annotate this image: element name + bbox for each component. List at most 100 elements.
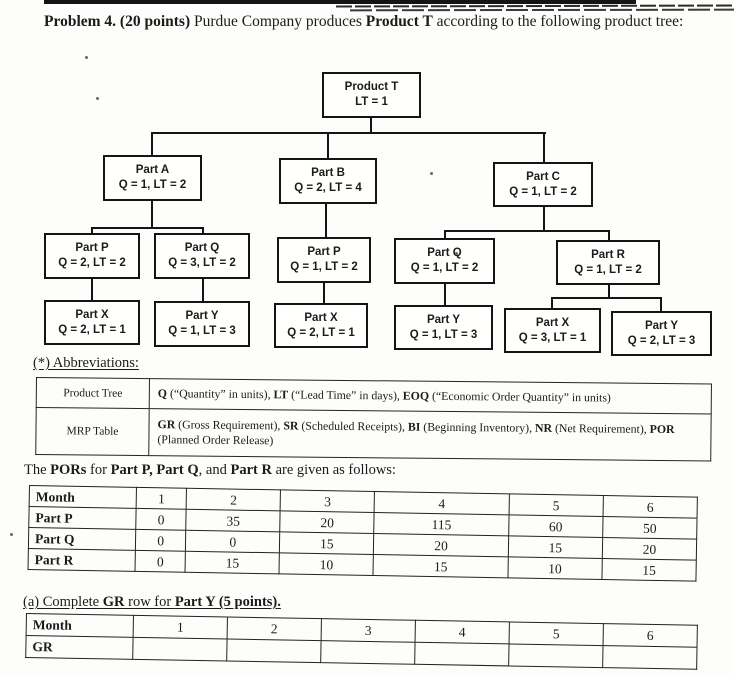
scan-speck [10, 533, 13, 536]
tree-connector [444, 230, 446, 239]
tree-connector [370, 118, 372, 134]
tree-connector [543, 132, 545, 163]
problem-number: Problem 4. (20 points) [44, 13, 191, 30]
statement-text-2: according to the following product tree: [432, 13, 684, 30]
node-title: Part Q [184, 242, 220, 254]
table-cell: Month [29, 485, 137, 509]
tree-node-part-q-1: Part Q Q = 3, LT = 2 [154, 233, 250, 279]
statement-text-1: Purdue Company produces [190, 13, 366, 30]
table-cell: 5 [508, 493, 604, 517]
tree-node-part-p-2: Part P Q = 1, LT = 2 [277, 237, 371, 283]
node-title: Part R [591, 249, 625, 261]
tree-node-part-y-2: Part Y Q = 1, LT = 3 [394, 305, 493, 350]
table-cell: 4 [374, 491, 510, 515]
table-cell: 2 [186, 488, 281, 511]
tree-node-part-p-1: Part P Q = 2, LT = 2 [44, 233, 140, 279]
part-a-instruction: (a) Complete GR row for Part Y (5 points… [23, 594, 281, 610]
tree-node-part-a: Part A Q = 1, LT = 2 [103, 155, 202, 201]
table-cell: Month [26, 613, 134, 638]
abbr-row-label: Product Tree [36, 377, 150, 409]
node-title: Part P [307, 246, 341, 258]
product-tree-diagram: Product T LT = 1 Part A Q = 1, LT = 2 Pa… [44, 72, 712, 356]
table-row: MRP Table GR (Gross Requirement), SR (Sc… [35, 407, 712, 461]
por-table: Month 1 2 3 4 5 6 Part P 0 35 20 115 60 … [28, 485, 698, 582]
por-intro-text: The PORs for Part P, Part Q, and Part R … [24, 462, 396, 478]
node-sub: Q = 2, LT = 3 [627, 335, 696, 347]
product-name: Product T [365, 13, 433, 30]
table-cell: 10 [279, 552, 374, 576]
node-title: Part Y [644, 320, 679, 332]
node-sub: Q = 1, LT = 2 [118, 179, 187, 191]
tree-connector [327, 132, 329, 159]
tree-connector [444, 230, 610, 232]
table-cell: 15 [373, 554, 509, 578]
table-cell: 15 [508, 535, 603, 559]
problem-statement: Problem 4. (20 points) Purdue Company pr… [44, 11, 720, 33]
table-cell: 4 [415, 620, 510, 644]
table-cell: 0 [185, 530, 281, 553]
tree-connector [91, 278, 93, 301]
scan-speck [455, 252, 458, 255]
table-cell: 15 [601, 558, 697, 582]
gr-answer-cell [320, 640, 416, 665]
table-cell: GR [25, 635, 134, 660]
table-cell: 0 [135, 508, 187, 531]
node-title: Part X [535, 317, 570, 329]
tree-connector [151, 132, 153, 156]
table-cell: 0 [135, 529, 186, 552]
node-title: Part Q [427, 247, 462, 259]
table-cell: 3 [280, 489, 375, 513]
node-title: Part A [135, 164, 170, 176]
table-cell: 20 [602, 537, 697, 561]
node-sub: Q = 3, LT = 2 [168, 257, 236, 269]
node-sub: Q = 2, LT = 2 [58, 257, 126, 269]
tree-connector [91, 227, 93, 234]
tree-connector [551, 297, 553, 309]
node-title: Part Y [185, 310, 219, 322]
node-title: Product T [344, 81, 399, 93]
tree-node-part-y-1: Part Y Q = 1, LT = 3 [154, 301, 250, 347]
abbr-row-text: GR (Gross Requirement), SR (Scheduled Re… [148, 408, 712, 461]
abbr-row-label: MRP Table [35, 407, 150, 456]
node-sub: Q = 2, LT = 1 [58, 324, 126, 336]
table-cell: 115 [374, 512, 509, 536]
node-sub: Q = 1, LT = 2 [290, 261, 358, 273]
tree-connector [444, 283, 446, 306]
node-title: Part X [75, 309, 109, 321]
node-sub: Q = 1, LT = 3 [409, 329, 478, 341]
tree-node-part-x-1: Part X Q = 2, LT = 1 [44, 300, 140, 345]
table-cell: Part Q [28, 527, 136, 551]
node-title: Part B [311, 167, 345, 179]
tree-node-part-x-3: Part X Q = 3, LT = 1 [504, 308, 601, 353]
node-title: Part X [304, 312, 338, 324]
tree-node-part-b: Part B Q = 2, LT = 4 [279, 158, 377, 204]
node-sub: LT = 1 [355, 96, 388, 108]
table-cell: 0 [135, 550, 186, 573]
tree-node-product-t: Product T LT = 1 [322, 72, 421, 118]
page-top-rule [44, 0, 636, 4]
node-sub: Q = 1, LT = 2 [574, 264, 642, 276]
tree-node-part-y-3: Part Y Q = 2, LT = 3 [611, 311, 712, 356]
table-cell: 20 [280, 510, 375, 534]
tree-connector [660, 297, 662, 312]
node-sub: Q = 1, LT = 2 [410, 262, 479, 274]
table-cell: 35 [185, 509, 281, 532]
node-sub: Q = 2, LT = 1 [287, 327, 355, 339]
tree-connector [151, 200, 153, 229]
abbreviations-heading: (*) Abbreviations: [33, 355, 139, 371]
node-sub: Q = 3, LT = 1 [518, 332, 587, 344]
table-cell: 1 [133, 615, 228, 640]
tree-node-part-r: Part R Q = 1, LT = 2 [556, 240, 660, 285]
table-cell: 60 [508, 514, 603, 538]
table-cell: 1 [136, 487, 187, 510]
table-cell: 50 [602, 516, 698, 540]
abbreviations-table: Product Tree Q (“Quantity” in units), LT… [35, 377, 712, 461]
scan-speck [430, 172, 433, 175]
gr-answer-cell [226, 639, 322, 663]
tree-connector [608, 284, 610, 299]
tree-connector [608, 230, 610, 241]
table-cell: 6 [603, 623, 698, 648]
gr-answer-table: Month 1 2 3 4 5 6 GR [25, 613, 698, 670]
node-sub: Q = 1, LT = 3 [168, 325, 236, 337]
scan-speck [85, 56, 88, 59]
